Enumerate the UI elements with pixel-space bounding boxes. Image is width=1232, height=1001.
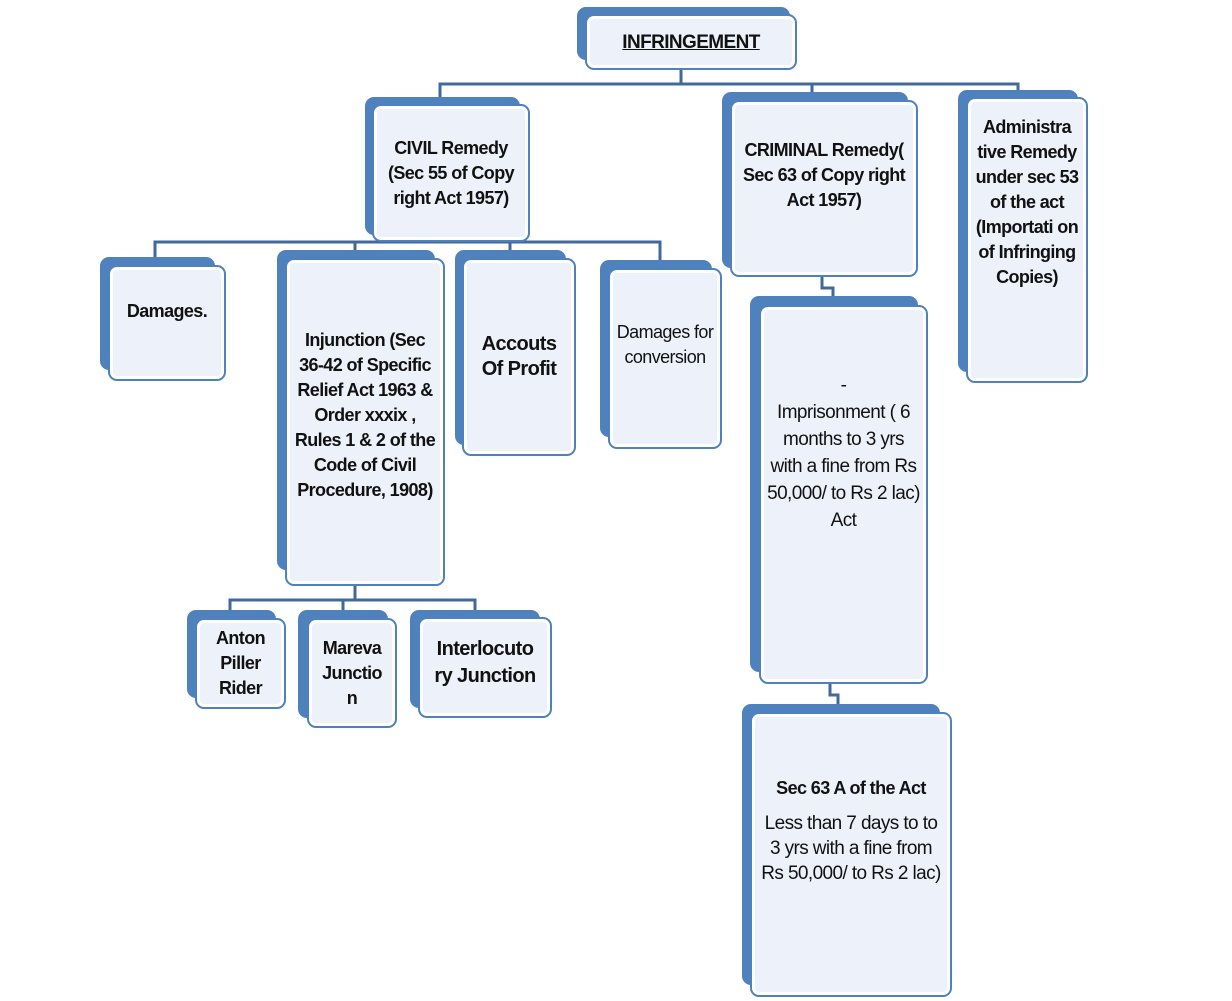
infringement-label: INFRINGEMENT [622, 31, 760, 53]
imprisonment-dash: - [840, 374, 847, 396]
civil-remedy-label: CIVIL Remedy (Sec 55 of Copy right Act 1… [387, 137, 515, 208]
administrative-remedy-label: Administra tive Remedy under sec 53 of t… [975, 117, 1079, 287]
anton-piller-label: Anton Piller Rider [216, 628, 266, 698]
sec-63a-label: Less than 7 days to to 3 yrs with a fine… [761, 813, 941, 884]
damages-for-conversion-label: Damages for conversion [616, 322, 714, 367]
damages-label: Damages. [126, 300, 208, 321]
sec-63a-heading: Sec 63 A of the Act [776, 778, 926, 798]
mareva-label: Mareva Junctio n [322, 638, 382, 708]
imprisonment-label: Imprisonment ( 6 months to 3 yrs with a … [767, 401, 920, 531]
injunction-label: Injunction (Sec 36-42 of Specific Relief… [294, 329, 436, 500]
accounts-of-profit-label: Accouts Of Profit [481, 333, 557, 380]
criminal-remedy-label: CRIMINAL Remedy( Sec 63 of Copy right Ac… [742, 140, 906, 210]
interlocutory-label: Interlocuto ry Junction [434, 637, 536, 687]
